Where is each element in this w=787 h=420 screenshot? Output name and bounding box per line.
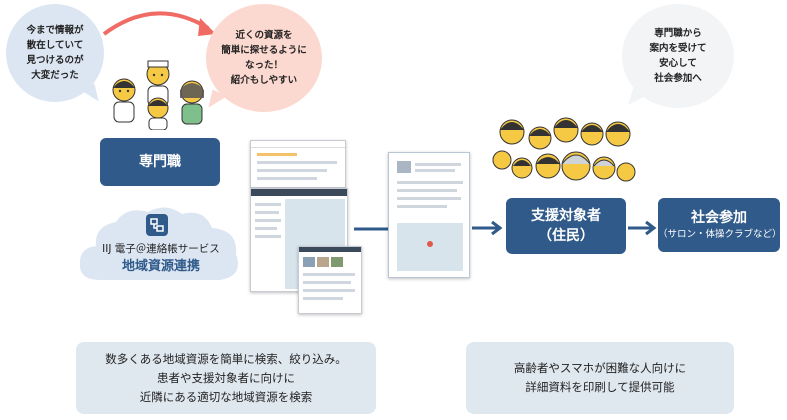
professional-box: 専門職	[100, 138, 220, 186]
bubble-now: 近くの資源を 簡単に探せるように なった！ 紹介もしやすい	[206, 4, 322, 112]
bubble-past: 今まで情報が 散在していて 見つけるのが 大変だった	[6, 4, 104, 102]
social-box: 社会参加 （サロン・体操クラブなど）	[658, 198, 782, 252]
service-name: IIJ 電子＠連絡帳サービス	[102, 243, 220, 255]
arrow-to-target-icon	[472, 220, 503, 236]
bubble-residents: 専門職から 案内を受けて 安心して 社会参加へ	[622, 4, 734, 108]
note-print: 高齢者やスマホが困難な人向けに 詳細資料を印刷して提供可能	[466, 342, 734, 414]
service-feature: 地域資源連携	[121, 259, 200, 274]
arrow-to-print-icon	[354, 227, 390, 231]
curved-arrow-icon	[102, 11, 216, 36]
bubble-past-tail	[79, 83, 101, 107]
note-search: 数多くある地域資源を簡単に検索、絞り込み。 患者や支援対象者に向けに 近隣にある…	[76, 342, 376, 414]
screen-mockup	[250, 140, 346, 188]
screen-mockup-list	[298, 246, 362, 314]
target-box: 支援対象者 （住民）	[506, 198, 626, 254]
printout-document	[388, 152, 470, 278]
residents-illustration	[492, 117, 636, 182]
service-logo-icon	[146, 214, 168, 236]
arrow-to-social-icon	[628, 220, 657, 236]
service-cloud	[79, 207, 238, 280]
professionals-illustration	[112, 60, 204, 130]
